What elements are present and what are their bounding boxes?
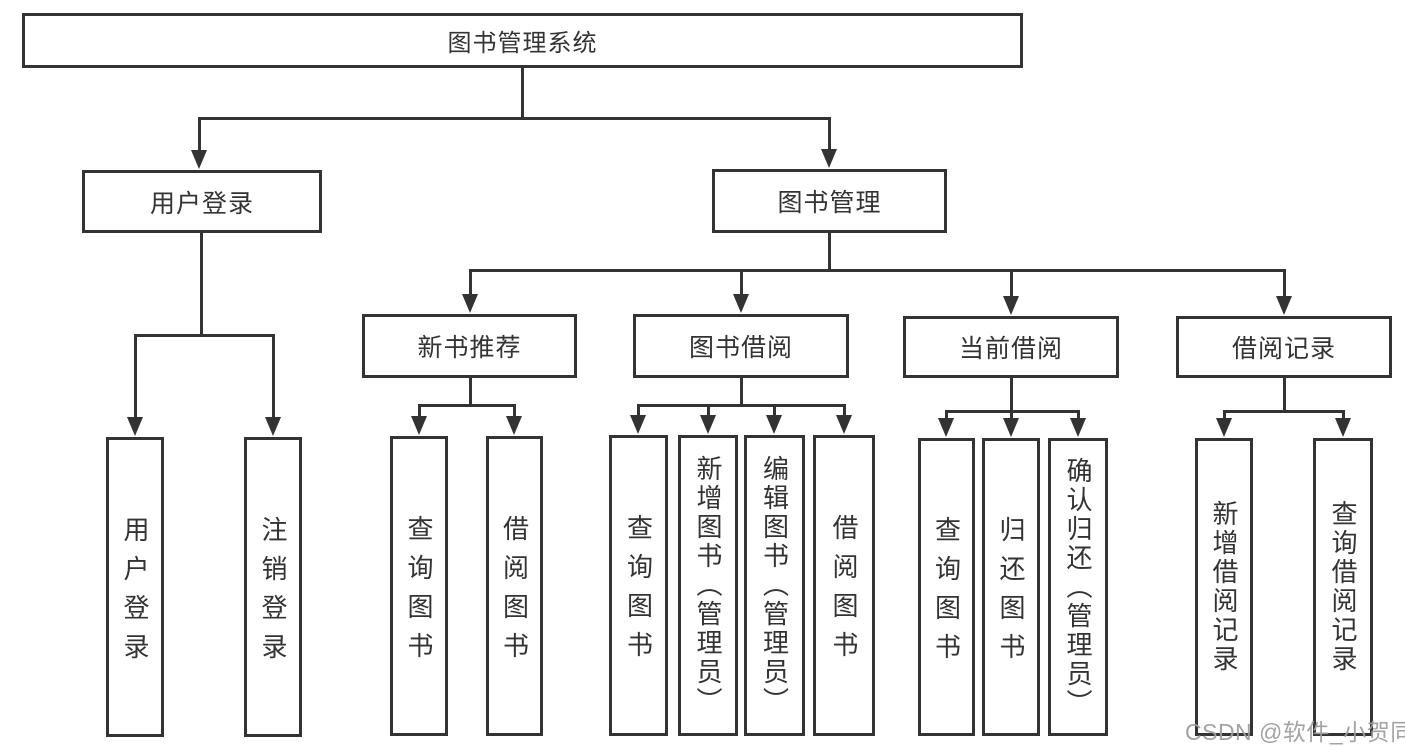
arrowhead-down-icon xyxy=(938,418,954,437)
arrowhead-down-icon xyxy=(411,416,427,435)
edge-rail xyxy=(133,333,275,337)
edge-arrow-line xyxy=(133,335,137,421)
arrowhead-down-icon xyxy=(265,417,281,436)
edge-arrow-line xyxy=(636,405,640,419)
edge-arrow-line xyxy=(1341,411,1345,422)
node-book-management: 图书管理 xyxy=(712,169,947,233)
node-leaf-borrow-book-b: 借阅图书 xyxy=(813,435,875,736)
edge-stem xyxy=(827,233,831,272)
node-leaf-add-borrow-record: 新增借阅记录 xyxy=(1195,438,1253,736)
node-leaf-edit-book: 编辑图书（管理员） xyxy=(744,435,805,736)
edge-arrow-line xyxy=(706,405,710,419)
node-leaf-return-book: 归还图书 xyxy=(982,438,1040,736)
edge-arrow-line xyxy=(512,405,516,420)
edge-arrow-line xyxy=(468,270,472,298)
node-leaf-confirm-return: 确认归还（管理员） xyxy=(1048,438,1108,736)
node-leaf-user-login: 用户登录 xyxy=(106,437,164,737)
edge-arrow-line xyxy=(1009,411,1013,422)
edge-arrow-line xyxy=(1282,270,1286,300)
edge-rail xyxy=(468,268,1286,272)
arrowhead-down-icon xyxy=(191,150,207,169)
csdn-watermark: CSDN @软件_小贺同学 xyxy=(1185,719,1405,745)
node-borrowing-records: 借阅记录 xyxy=(1176,316,1392,378)
edge-rail xyxy=(197,116,831,120)
arrowhead-down-icon xyxy=(1070,418,1086,437)
edge-stem xyxy=(199,233,203,337)
arrowhead-down-icon xyxy=(462,294,478,313)
edge-arrow-line xyxy=(1076,411,1080,422)
node-leaf-query-book-a: 查询图书 xyxy=(390,436,448,736)
node-leaf-logout: 注销登录 xyxy=(244,437,302,737)
edge-arrow-line xyxy=(1222,411,1226,422)
arrowhead-down-icon xyxy=(630,415,646,434)
edge-arrow-line xyxy=(739,270,743,298)
edge-stem xyxy=(739,378,743,407)
node-leaf-borrow-book-a: 借阅图书 xyxy=(486,436,543,736)
node-current-borrowing: 当前借阅 xyxy=(903,316,1119,378)
node-leaf-query-book-c: 查询图书 xyxy=(918,438,975,736)
node-leaf-add-book: 新增图书（管理员） xyxy=(678,435,738,736)
edge-arrow-line xyxy=(197,118,201,154)
node-system-root: 图书管理系统 xyxy=(22,13,1023,68)
arrowhead-down-icon xyxy=(733,294,749,313)
edge-arrow-line xyxy=(842,405,846,419)
edge-rail xyxy=(417,403,516,407)
node-leaf-query-book-b: 查询图书 xyxy=(609,435,668,736)
edge-arrow-line xyxy=(417,405,421,420)
edge-stem xyxy=(468,378,472,407)
edge-arrow-line xyxy=(1009,270,1013,300)
node-new-book-recommend: 新书推荐 xyxy=(362,314,577,378)
arrowhead-down-icon xyxy=(1335,418,1351,437)
edge-arrow-line xyxy=(827,118,831,153)
edge-stem xyxy=(520,68,524,120)
arrowhead-down-icon xyxy=(1276,296,1292,315)
arrowhead-down-icon xyxy=(1003,296,1019,315)
edge-rail xyxy=(636,403,846,407)
arrowhead-down-icon xyxy=(700,415,716,434)
edge-stem xyxy=(1282,378,1286,413)
arrowhead-down-icon xyxy=(506,416,522,435)
arrowhead-down-icon xyxy=(766,415,782,434)
edge-stem xyxy=(1009,378,1013,413)
arrowhead-down-icon xyxy=(1003,418,1019,437)
arrowhead-down-icon xyxy=(821,149,837,168)
node-leaf-query-borrow-record: 查询借阅记录 xyxy=(1313,438,1373,736)
arrowhead-down-icon xyxy=(1216,418,1232,437)
node-user-login: 用户登录 xyxy=(82,170,322,233)
edge-arrow-line xyxy=(772,405,776,419)
arrowhead-down-icon xyxy=(836,415,852,434)
node-book-borrowing: 图书借阅 xyxy=(633,314,849,378)
arrowhead-down-icon xyxy=(127,417,143,436)
edge-arrow-line xyxy=(944,411,948,422)
edge-rail xyxy=(1222,409,1345,413)
edge-arrow-line xyxy=(271,335,275,421)
